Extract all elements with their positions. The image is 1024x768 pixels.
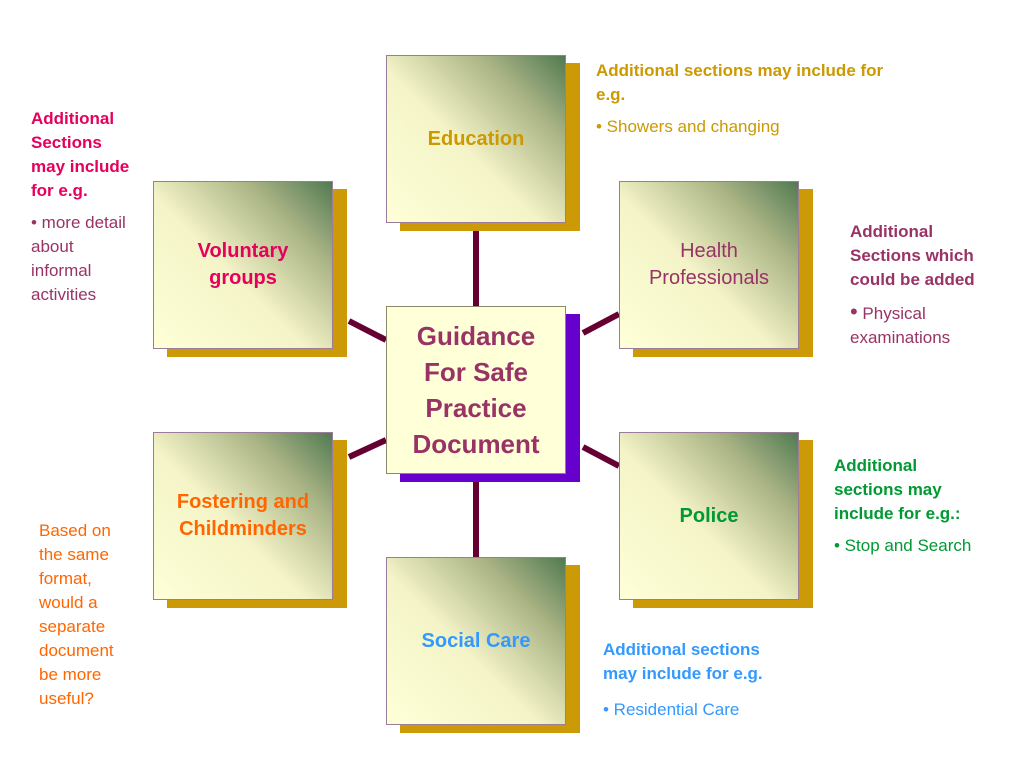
node-face: Education — [386, 55, 566, 223]
node-label-social-care: Social Care — [421, 629, 531, 652]
node-label-education: Education — [427, 127, 525, 150]
center-node-guidance: Guidance For Safe Practice Document — [386, 306, 580, 482]
connector-police — [581, 444, 621, 469]
node-label-police: Police — [679, 504, 739, 527]
node-voluntary-groups: Voluntary groups — [153, 181, 347, 357]
node-label-health-professionals: Health Professionals — [648, 240, 770, 289]
note-social-care: Additional sections may include for e.g.… — [603, 638, 823, 722]
node-police: Police — [619, 432, 813, 608]
note-education-bullet: • Showers and changing — [596, 117, 780, 136]
note-health-bullet-text: Physical examinations — [850, 304, 951, 347]
note-health: Additional Sections which could be added… — [850, 220, 1020, 350]
node-fostering-childminders: Fostering and Childminders — [153, 432, 347, 608]
connector-voluntary — [347, 318, 388, 343]
note-voluntary-heading: Additional Sections may include for e.g. — [31, 109, 130, 200]
note-social-care-bullet: • Residential Care — [603, 700, 740, 719]
node-face: Social Care — [386, 557, 566, 725]
note-education-heading: Additional sections may include for e.g. — [596, 61, 884, 104]
node-label-voluntary-groups: Voluntary groups — [197, 240, 289, 289]
note-education: Additional sections may include for e.g.… — [596, 59, 956, 139]
note-health-bullet-mark: • — [850, 299, 858, 324]
center-node-face: Guidance For Safe Practice Document — [386, 306, 566, 474]
node-face: Police — [619, 432, 799, 600]
node-label-fostering-childminders: Fostering and Childminders — [176, 491, 310, 540]
note-fostering: Based on the same format, would a separa… — [39, 519, 149, 711]
node-health-professionals: Health Professionals — [619, 181, 813, 357]
note-police-bullet: • Stop and Search — [834, 536, 972, 555]
node-face: Fostering and Childminders — [153, 432, 333, 600]
note-police-heading: Additional sections may include for e.g.… — [834, 456, 961, 523]
note-fostering-question: Based on the same format, would a separa… — [39, 521, 114, 708]
center-node-label: Guidance For Safe Practice Document — [412, 321, 540, 459]
note-health-heading: Additional Sections which could be added — [850, 222, 975, 289]
node-social-care: Social Care — [386, 557, 580, 733]
note-health-bullet: • Physical examinations — [850, 300, 1020, 350]
note-police: Additional sections may include for e.g.… — [834, 454, 1014, 558]
node-face: Voluntary groups — [153, 181, 333, 349]
connector-fostering — [347, 437, 388, 460]
node-face: Health Professionals — [619, 181, 799, 349]
connector-health — [581, 311, 621, 336]
node-education: Education — [386, 55, 580, 231]
note-social-care-heading: Additional sections may include for e.g. — [603, 640, 763, 683]
note-voluntary: Additional Sections may include for e.g.… — [31, 107, 161, 307]
note-voluntary-bullet: • more detail about informal activities — [31, 213, 126, 304]
